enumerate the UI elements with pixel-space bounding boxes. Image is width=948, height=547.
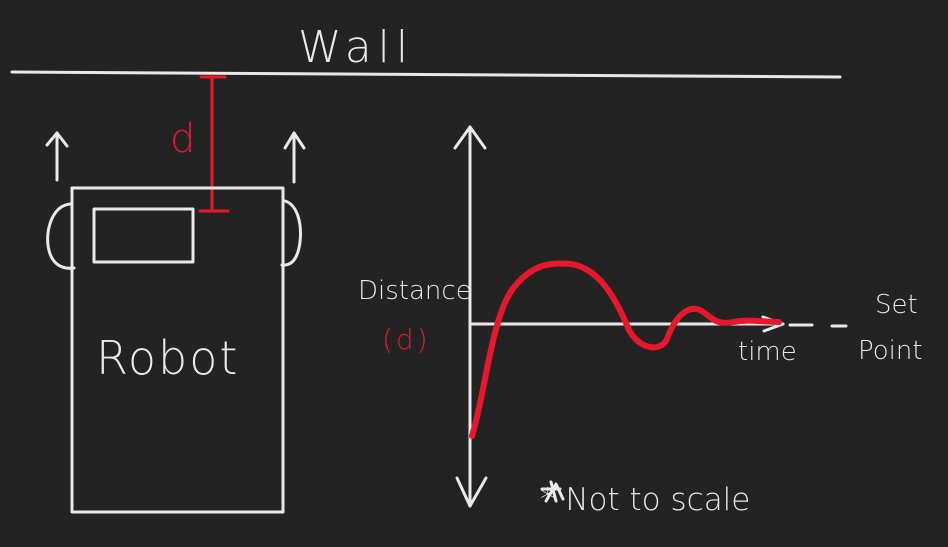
scale-note: * Not to scale bbox=[540, 482, 751, 518]
x-axis-label: time bbox=[738, 337, 797, 367]
distance-symbol: d bbox=[170, 116, 196, 162]
y-axis-label: Distance bbox=[358, 276, 472, 306]
distance-marker bbox=[200, 76, 228, 211]
setpoint-label-line1: Set bbox=[875, 290, 918, 320]
left-wheel bbox=[48, 204, 74, 268]
up-arrow-icon bbox=[285, 133, 304, 182]
setpoint-dashes bbox=[790, 325, 846, 326]
robot-sensor bbox=[94, 209, 193, 262]
up-arrow-icon bbox=[47, 133, 67, 180]
wall-line bbox=[12, 72, 840, 77]
right-wheel bbox=[282, 201, 300, 265]
response-curve bbox=[472, 263, 779, 436]
star-icon bbox=[542, 482, 563, 501]
y-axis bbox=[455, 127, 486, 506]
robot-label: Robot bbox=[96, 331, 240, 385]
setpoint-label-line2: Point bbox=[858, 336, 923, 366]
wall-label: Wall bbox=[298, 22, 415, 73]
robot-body bbox=[72, 188, 283, 512]
y-axis-sublabel: (d) bbox=[382, 323, 431, 356]
